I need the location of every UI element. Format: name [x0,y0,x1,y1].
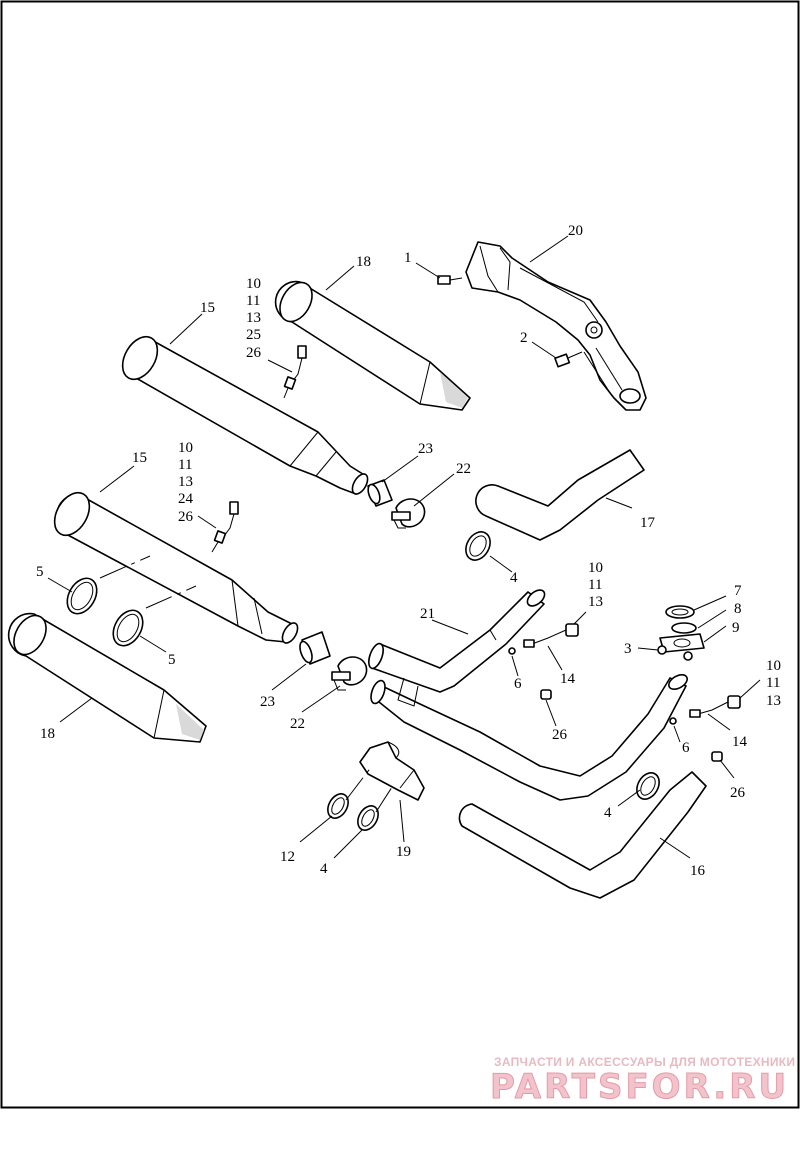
label-23-upper: 23 [418,441,433,457]
label-11-c: 11 [588,577,602,593]
label-12: 12 [280,849,295,865]
part-3-nuts [657,645,693,661]
part-23-lower-sleeve [299,631,331,665]
label-10-b: 10 [178,440,193,456]
label-15-upper: 15 [200,300,215,316]
label-16: 16 [690,863,706,879]
rear-header-pipe [370,673,688,801]
part-4-clamp-ring-a [465,531,491,561]
label-10-d: 10 [766,658,781,674]
part-5-ring-lower [112,609,144,647]
label-26-b: 26 [178,509,194,525]
part-6-washer-rear [669,717,677,725]
label-1: 1 [404,250,412,266]
label-15-lower: 15 [132,450,147,466]
part-12-ring [327,793,349,819]
part-21-front-pipe [368,589,546,693]
label-7: 7 [734,583,742,599]
part-17-heat-shield [475,449,645,541]
label-18-upper: 18 [356,254,371,270]
label-14-b: 14 [732,734,748,750]
label-14-a: 14 [560,671,576,687]
label-21: 21 [420,606,435,622]
watermark: ЗАПЧАСТИ И АКСЕССУАРЫ ДЛЯ МОТОТЕХНИКИ PA… [490,1055,796,1108]
watermark-tagline: ЗАПЧАСТИ И АКСЕССУАРЫ ДЛЯ МОТОТЕХНИКИ [494,1055,795,1069]
part-4-clamp-ring-c [357,805,379,831]
part-23-upper-sleeve [367,479,393,507]
label-22-lower: 22 [290,716,305,732]
label-13-d: 13 [766,693,781,709]
upper-sensor-assembly [283,345,307,399]
part-19-crossover [359,741,425,801]
label-4-a: 4 [510,570,518,586]
label-3: 3 [624,641,632,657]
label-4-c: 4 [320,861,328,877]
label-2: 2 [520,330,528,346]
label-4-b: 4 [604,805,612,821]
part-22-upper-clamp [391,498,426,529]
part-16-rear-heat-shield [458,771,707,899]
label-19: 19 [396,844,411,860]
label-6-b: 6 [682,740,690,756]
part-14-o2-sensor-rear [689,695,741,718]
label-9: 9 [732,620,740,636]
part-6-washer-front [508,647,516,655]
part-22-lower-clamp [331,656,368,691]
part-14-o2-sensor-front [523,623,579,648]
label-13-b: 13 [178,474,193,490]
watermark-brand: PARTSFOR.RU [490,1067,789,1107]
label-10-c: 10 [588,560,603,576]
label-26-a: 26 [246,345,262,361]
label-5-upper: 5 [36,564,44,580]
part-15-lower-muffler [53,491,299,644]
part-1-bolt [437,275,463,285]
label-13-a: 13 [246,310,261,326]
label-11-d: 11 [766,675,780,691]
label-8: 8 [734,601,742,617]
part-26-plug-front [540,689,552,700]
label-13-c: 13 [588,594,603,610]
label-11-b: 11 [178,457,192,473]
label-11-a: 11 [246,293,260,309]
label-17: 17 [640,515,656,531]
part-15-upper-muffler [121,335,369,495]
label-26-d: 26 [730,785,746,801]
part-18-lower-muffler [7,612,207,743]
label-5-lower: 5 [168,652,176,668]
part-26-plug-rear [711,751,723,762]
leader-lines [47,235,761,859]
part-5-ring-upper [66,577,98,615]
label-23-lower: 23 [260,694,275,710]
part-20-bracket [465,241,647,411]
lower-left-sensor-assembly [211,501,239,553]
part-8-ring [671,622,697,634]
callout-labels: 1 2 20 18 15 10 11 13 25 26 23 22 10 11 … [36,223,781,879]
label-20: 20 [568,223,583,239]
part-2-bolt [554,351,583,368]
label-6-a: 6 [514,676,522,692]
part-18-upper-muffler [274,280,471,411]
label-22-upper: 22 [456,461,471,477]
part-4-clamp-ring-b [636,772,660,800]
label-25: 25 [246,327,261,343]
label-10-a: 10 [246,276,261,292]
label-24: 24 [178,491,194,507]
label-26-c: 26 [552,727,568,743]
label-18-lower: 18 [40,726,55,742]
diagram-border [0,0,800,1109]
part-7-gasket [665,605,695,619]
